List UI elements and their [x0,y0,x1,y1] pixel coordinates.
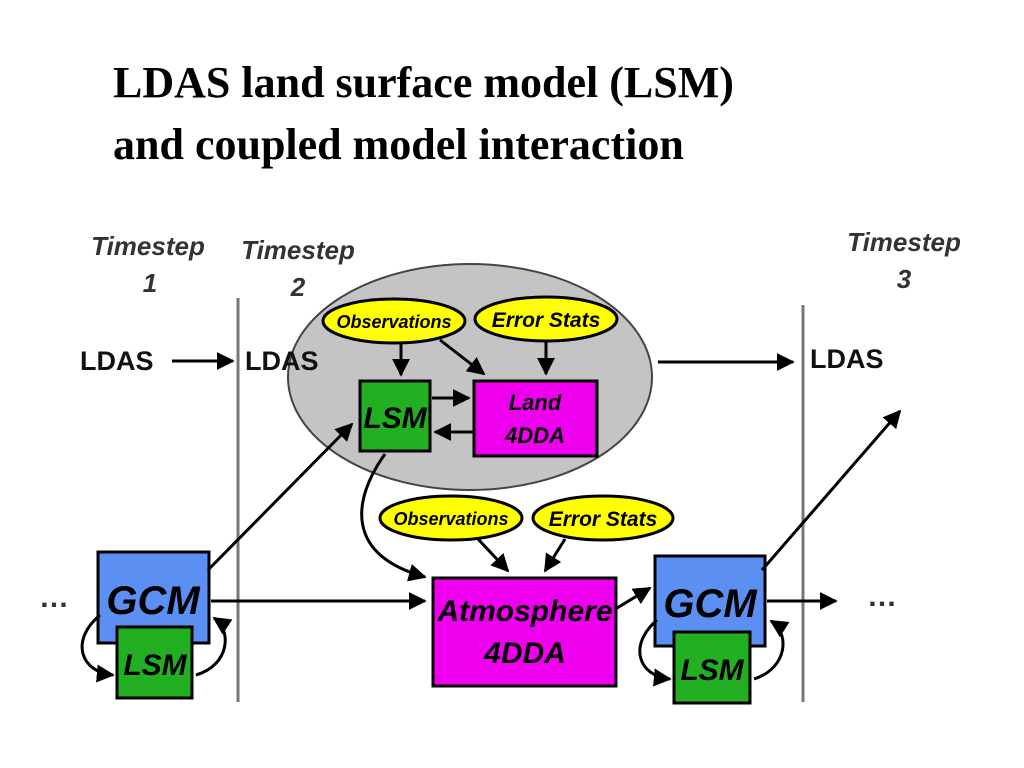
atmosphere-4dda-label-line2: 4DDA [483,637,566,670]
arrow-atm-err-to-atm-4dda [543,538,567,573]
arrow-gcm-right-to-lsm-right [638,618,672,687]
land-lsm-label: LSM [363,402,427,435]
timestep-1-number: 1 [143,268,157,298]
arrow-gcm-right-to-ldas-3 [760,409,902,571]
atm-observations-label: Observations [393,509,508,529]
ldas-label-1: LDAS [80,346,154,376]
gcm-left-label: GCM [106,579,201,623]
timestep-3-number: 3 [897,264,912,294]
land-lsm-node [358,379,432,453]
lsm-right-label: LSM [680,654,744,687]
ldas-label-2: LDAS [245,346,319,376]
arrow-atm-obs-to-atm-4dda [476,537,510,573]
ellipsis-left: … [39,581,69,614]
timestep-2-number: 2 [290,272,306,302]
arrow-lsm-to-atm-4dda [360,453,427,582]
ldas-label-3: LDAS [810,344,884,374]
land-error-stats-node [473,295,619,343]
ellipsis-right: … [867,580,897,613]
lsm-right-node [672,630,752,705]
atmosphere-4dda-node [431,576,618,688]
lsm-left-label: LSM [123,649,187,682]
slide-title: LDAS land surface model (LSM) and couple… [113,52,734,176]
atm-observations-node [378,494,524,542]
land-error-stats-label: Error Stats [492,309,601,332]
title-line-2: and coupled model interaction [113,120,684,169]
arrow-land-obs-to-land-4dda [439,338,486,376]
land-4dda-label-line2: 4DDA [504,423,565,448]
land-observations-node [321,297,467,345]
arrow-atm-4dda-to-gcm-right [616,586,652,610]
timestep-1-label: Timestep [91,231,205,261]
atm-error-stats-node [531,494,675,542]
arrow-lsm-left-to-gcm-left [195,616,233,677]
arrow-lsm-right-to-gcm-right [753,619,790,681]
atm-error-stats-label: Error Stats [549,508,658,531]
arrow-gcm-left-to-lsm [206,422,354,572]
lsm-left-node [115,625,194,700]
title-line-1: LDAS land surface model (LSM) [113,58,734,107]
land-observations-label: Observations [336,312,451,332]
gcm-right-label: GCM [663,582,758,626]
atmosphere-4dda-label-line1: Atmosphere [436,595,612,628]
timestep-3-label: Timestep [847,227,961,257]
arrow-gcm-left-to-lsm-left [80,613,115,683]
timestep-2-label: Timestep [241,235,355,265]
land-4dda-label-line1: Land [509,390,562,415]
land-4dda-node [472,379,599,458]
